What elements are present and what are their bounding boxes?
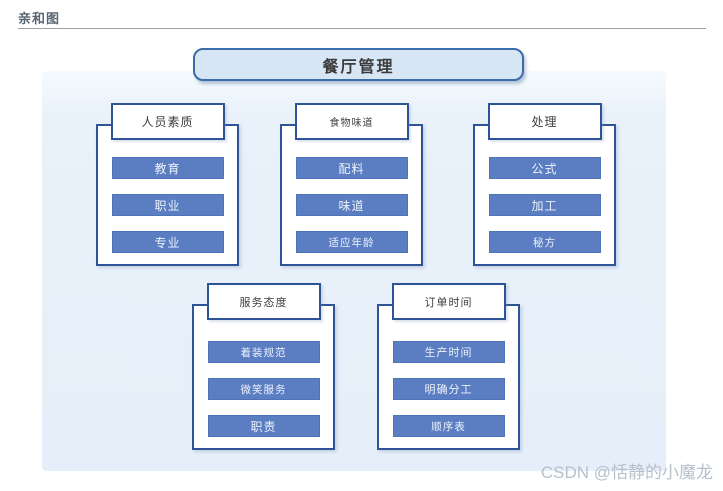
- group-title: 人员素质: [141, 115, 194, 129]
- group-header: 处理: [487, 103, 602, 140]
- affinity-item: 生产时间: [392, 341, 505, 363]
- group-title: 食物味道: [329, 118, 374, 129]
- group-card-order-time: 订单时间 生产时间 明确分工 顺序表: [377, 283, 520, 450]
- affinity-item: 配料: [295, 157, 408, 179]
- affinity-item: 顺序表: [392, 415, 505, 437]
- affinity-item: 着装规范: [207, 341, 320, 363]
- affinity-item: 职责: [207, 415, 320, 437]
- group-card-food-taste: 食物味道 配料 味道 适应年龄: [280, 103, 423, 266]
- watermark: CSDN @恬静的小魔龙: [540, 463, 713, 482]
- group-card-service-attitude: 服务态度 着装规范 微笑服务 职责: [192, 283, 335, 450]
- group-header: 订单时间: [391, 283, 506, 320]
- page-title: 亲和图: [18, 11, 61, 26]
- root-node-restaurant-management: 餐厅管理: [193, 48, 524, 81]
- affinity-item: 秘方: [488, 231, 601, 253]
- group-title: 服务态度: [239, 296, 288, 309]
- affinity-item: 味道: [295, 194, 408, 216]
- group-title: 处理: [531, 115, 558, 129]
- affinity-item: 专业: [111, 231, 224, 253]
- group-header: 食物味道: [294, 103, 409, 140]
- affinity-item: 微笑服务: [207, 378, 320, 400]
- group-title: 订单时间: [424, 296, 473, 309]
- affinity-item: 明确分工: [392, 378, 505, 400]
- group-header: 人员素质: [110, 103, 225, 140]
- group-card-processing: 处理 公式 加工 秘方: [473, 103, 616, 266]
- affinity-item: 加工: [488, 194, 601, 216]
- affinity-item: 教育: [111, 157, 224, 179]
- affinity-item: 职业: [111, 194, 224, 216]
- affinity-item: 适应年龄: [295, 231, 408, 253]
- header-divider: [18, 28, 706, 29]
- group-card-personnel-quality: 人员素质 教育 职业 专业: [96, 103, 239, 266]
- affinity-item: 公式: [488, 157, 601, 179]
- group-header: 服务态度: [206, 283, 321, 320]
